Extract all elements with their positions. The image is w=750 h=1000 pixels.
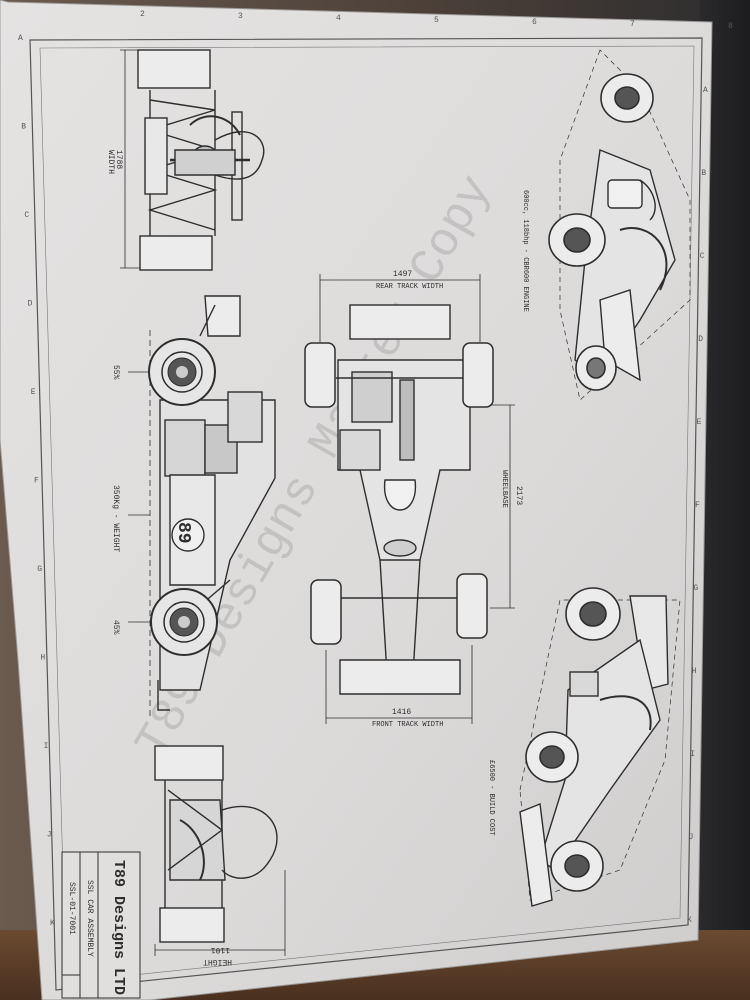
engine-callout: 600cc, 118bhp - CBR600 ENGINE (521, 190, 529, 312)
wheelbase-value: 2173 (514, 486, 523, 505)
width-dimension (120, 49, 140, 269)
cost-callout: £6500 - BUILD COST (487, 760, 495, 836)
rear-weight-split: 55% (111, 365, 120, 380)
rear-track-label: REAR TRACK WIDTH (376, 283, 443, 291)
wheelbase-label: WHEELBASE (500, 470, 508, 508)
grid-letter-left: J (47, 831, 52, 840)
grid-letter-right: B (701, 169, 706, 178)
grid-letter-right: D (698, 335, 703, 344)
grid-letter-left: E (31, 388, 36, 397)
side-rear-wheel (148, 338, 216, 406)
drawing-border (29, 37, 703, 991)
title-block-drawing-title: SSL CAR ASSEMBLY (85, 880, 94, 957)
front-view (137, 49, 265, 271)
height-dimension (154, 870, 286, 956)
grid-letter-left: G (37, 565, 42, 574)
drawing-border-inner (39, 45, 695, 983)
grid-letter-right: G (693, 584, 698, 593)
grid-number-top: 2 (140, 10, 145, 19)
grid-letter-left: K (50, 919, 55, 928)
grid-number-top: 6 (532, 18, 537, 27)
top-rear-left-tyre (304, 342, 336, 408)
grid-letters-left: A B C D E F G H I J K (18, 34, 55, 928)
grid-letter-left: C (24, 211, 29, 220)
rear-track-value: 1497 (393, 270, 412, 279)
grid-letter-right: E (697, 418, 702, 427)
top-rear-right-tyre (462, 342, 494, 408)
grid-number-top: 3 (238, 12, 243, 21)
car-number: 89 (173, 522, 193, 544)
front-weight-split: 45% (111, 620, 120, 635)
title-block-drawing-number: SSL-01-7001 (67, 882, 76, 935)
rear-view (154, 745, 278, 943)
height-label: HEIGHT (203, 957, 232, 966)
grid-number-top: 4 (336, 14, 341, 23)
grid-numbers-top: 2 3 4 5 6 7 8 (140, 10, 733, 31)
weight-leaders (128, 371, 150, 623)
width-label: WIDTH (106, 150, 115, 174)
grid-letter-right: C (700, 252, 705, 261)
weight-label: 350Kg - WEIGHT (111, 485, 120, 552)
height-value: 1101 (211, 945, 230, 954)
grid-letter-left: B (21, 123, 26, 132)
front-track-label: FRONT TRACK WIDTH (372, 721, 443, 729)
iso-view-front (519, 595, 681, 907)
width-value: 1788 (114, 150, 123, 169)
grid-letters-right: A B C D E F G H I J K (687, 86, 708, 925)
title-block-company: T89 Designs LTD (110, 860, 127, 995)
top-front-right-tyre (456, 573, 488, 639)
grid-letter-left: D (28, 300, 33, 309)
grid-letter-left: I (44, 742, 49, 751)
grid-letter-right: F (695, 501, 700, 510)
grid-letter-right: H (692, 667, 697, 676)
top-view (336, 304, 471, 695)
grid-letter-right: A (703, 86, 708, 95)
grid-letter-left: A (18, 34, 23, 43)
grid-number-top: 7 (630, 20, 635, 29)
grid-number-top: 5 (434, 16, 439, 25)
track-dimensions (319, 274, 515, 724)
grid-letter-left: H (40, 654, 45, 663)
iso-rear-wheels (548, 73, 654, 391)
top-front-left-tyre (310, 579, 342, 645)
grid-letter-right: I (690, 750, 695, 759)
iso-front-wheels (525, 587, 621, 892)
grid-letter-left: F (34, 477, 39, 486)
grid-letter-right: J (689, 833, 694, 842)
grid-number-top: 8 (728, 22, 733, 31)
title-block (61, 851, 141, 999)
grid-letter-right: K (687, 916, 692, 925)
side-front-wheel (150, 588, 218, 656)
front-track-value: 1416 (392, 708, 411, 717)
